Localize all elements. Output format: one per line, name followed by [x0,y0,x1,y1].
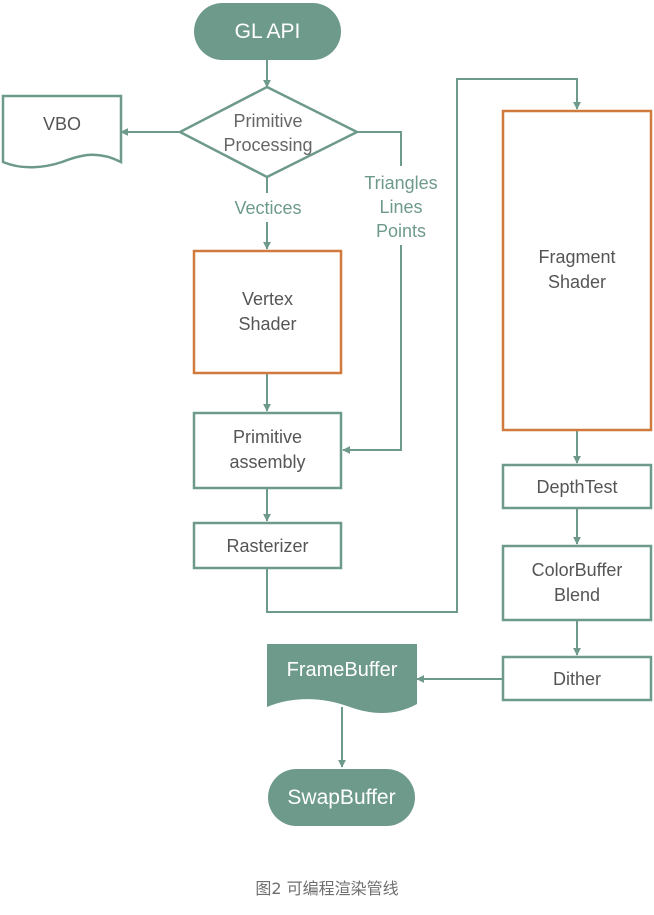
dither-label: Dither [553,669,601,689]
node-colorbuffer-blend: ColorBuffer Blend [501,544,653,622]
primitive-assembly-shape [192,411,343,490]
swapbuffer-shape [268,769,415,826]
edge-primitives-to-primitive-assembly [342,245,402,454]
node-dither: Dither [501,655,653,702]
depthtest-label: DepthTest [536,477,617,497]
vertex-shader-label-line1: Vertex [242,289,293,309]
edge-label-lines: Lines [379,197,422,217]
swapbuffer-label: SwapBuffer [287,786,395,809]
primitive-processing-label-line2: Processing [223,135,312,155]
depthtest-shape [501,463,653,510]
node-rasterizer: Rasterizer [192,521,343,570]
primitive-assembly-label-line2: assembly [229,452,305,472]
node-primitive-processing: Primitive Processing [177,85,360,179]
fragment-shader-shape [501,109,653,432]
gl-api-shape [194,3,341,60]
framebuffer-shape [267,644,417,714]
primitive-assembly-label-line1: Primitive [233,427,302,447]
node-vbo: VBO [1,94,123,169]
rasterizer-shape [192,521,343,570]
edge-label-vectices: Vectices [234,198,301,218]
primitive-processing-shape [177,85,360,179]
figure-caption: 图2 可编程渲染管线 [255,879,399,898]
vbo-shape [1,94,123,169]
dither-shape [501,655,653,702]
connectors [120,60,581,768]
edge-label-triangles: Triangles [364,173,437,193]
vertex-shader-shape [192,249,343,375]
primitive-processing-label-line1: Primitive [233,111,302,131]
edge-label-points: Points [376,221,426,241]
node-gl-api: GL API [194,3,341,60]
rasterizer-label: Rasterizer [226,536,308,556]
node-fragment-shader: Fragment Shader [501,109,653,432]
framebuffer-label: FrameBuffer [287,659,398,681]
edge-primitive-processing-to-primitives-label [357,131,402,166]
node-swapbuffer: SwapBuffer [268,769,415,826]
node-depthtest: DepthTest [501,463,653,510]
colorbuffer-blend-label-line1: ColorBuffer [532,560,623,580]
colorbuffer-blend-shape [501,544,653,622]
vertex-shader-label-line2: Shader [238,314,296,334]
edge-rasterizer-to-fragment-shader [266,78,581,613]
gl-api-label: GL API [235,20,301,43]
fragment-shader-label-line2: Shader [548,272,606,292]
node-framebuffer: FrameBuffer [267,644,417,714]
node-primitive-assembly: Primitive assembly [192,411,343,490]
node-vertex-shader: Vertex Shader [192,249,343,375]
colorbuffer-blend-label-line2: Blend [554,585,600,605]
vbo-label: VBO [43,114,81,134]
fragment-shader-label-line1: Fragment [538,247,615,267]
